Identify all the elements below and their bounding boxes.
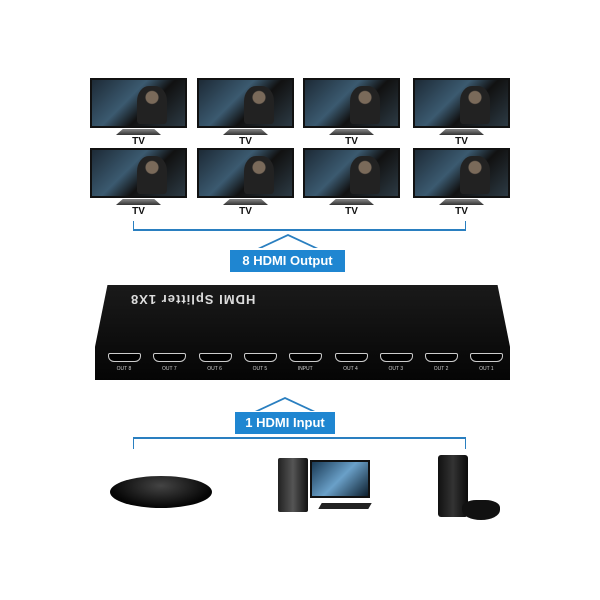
- tv-label: TV: [239, 136, 252, 147]
- tv: TV: [413, 78, 510, 148]
- tv-screen: [90, 148, 187, 198]
- hdmi-port: [198, 353, 232, 362]
- port-label: OUT 5: [252, 366, 268, 372]
- hdmi-port: [425, 353, 459, 362]
- tv-stand: [223, 129, 268, 135]
- input-bracket: [133, 437, 466, 439]
- output-label: 8 HDMI Output: [230, 250, 345, 272]
- tv-screen: [413, 78, 510, 128]
- tv: TV: [90, 78, 187, 148]
- port-label: OUT 3: [388, 366, 404, 372]
- tv-screen: [303, 148, 400, 198]
- tv-stand: [116, 129, 161, 135]
- controller-icon: [462, 500, 500, 520]
- tv-label: TV: [345, 136, 358, 147]
- tv-screen: [303, 78, 400, 128]
- hdmi-splitter: [95, 285, 510, 380]
- tv: TV: [303, 78, 400, 148]
- tv: TV: [197, 148, 294, 218]
- hdmi-port: [243, 353, 277, 362]
- hdmi-port: [153, 353, 187, 362]
- tv-stand: [223, 199, 268, 205]
- port-label: OUT 1: [479, 366, 494, 372]
- port-label: OUT 2: [433, 366, 449, 372]
- tv-stand: [329, 199, 374, 205]
- tv-screen: [90, 78, 187, 128]
- tv: TV: [303, 148, 400, 218]
- output-bracket: [133, 229, 466, 231]
- port-label: INPUT: [297, 366, 313, 372]
- output-bracket-right: [465, 221, 466, 230]
- port-label: OUT 6: [207, 366, 222, 372]
- tv-stand: [439, 129, 484, 135]
- tv-screen: [413, 148, 510, 198]
- tv-stand: [439, 199, 484, 205]
- tv-label: TV: [132, 206, 145, 217]
- hdmi-port: [108, 353, 141, 362]
- hdmi-port: [379, 353, 413, 362]
- tv-stand: [329, 129, 374, 135]
- tv: TV: [90, 148, 187, 218]
- desktop-pc-device: [278, 458, 308, 512]
- port-label: OUT 4: [343, 366, 358, 372]
- hdmi-port: [289, 353, 323, 362]
- port-label: OUT 8: [116, 366, 132, 372]
- tv-box-device: [110, 476, 212, 508]
- tv-label: TV: [455, 206, 468, 217]
- tv: TV: [197, 78, 294, 148]
- tv-screen: [197, 148, 294, 198]
- tv-label: TV: [345, 206, 358, 217]
- hdmi-port: [334, 353, 368, 362]
- tv-label: TV: [239, 206, 252, 217]
- tv-label: TV: [132, 136, 145, 147]
- tv-label: TV: [455, 136, 468, 147]
- hdmi-port: [470, 353, 504, 362]
- tv-screen: [197, 78, 294, 128]
- input-label: 1 HDMI Input: [235, 412, 335, 434]
- tv: TV: [413, 148, 510, 218]
- tv-stand: [116, 199, 161, 205]
- output-bracket-left: [133, 221, 134, 230]
- splitter-title: HDMI Splitter 1X8: [130, 292, 256, 307]
- port-label: OUT 7: [161, 366, 177, 372]
